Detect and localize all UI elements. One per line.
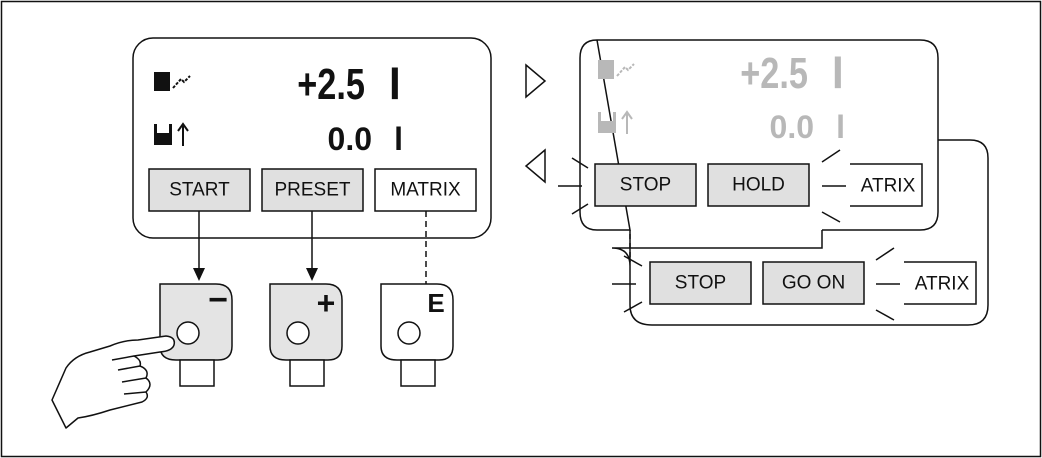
plus-symbol: + (317, 285, 336, 321)
pointing-hand-icon (51, 335, 176, 429)
softkey-hold-label: HOLD (732, 175, 785, 196)
blink-indicator-stop (558, 157, 589, 215)
connector-preset-to-plus (306, 211, 318, 281)
main-display: +2.5 l 0.0 l START PRESET MATRIX (132, 37, 492, 239)
connector-start-to-minus (193, 211, 205, 281)
enter-key[interactable]: E (380, 283, 454, 387)
container-arrow-up-icon (154, 122, 189, 146)
softkey-stop[interactable]: STOP (594, 163, 697, 207)
softkey-matrix-partial[interactable]: ATRIX (850, 163, 923, 207)
container-flow-icon (154, 72, 191, 91)
blink-indicator-matrix (821, 149, 846, 223)
hold-display: STOP GO ON ATRIX (611, 139, 989, 326)
softkey-start[interactable]: START (148, 168, 251, 212)
main-total-unit: l (389, 60, 401, 109)
hold-display-frame (611, 139, 989, 326)
blink-indicator-stop-hold (612, 255, 643, 313)
minus-key[interactable]: − (159, 281, 233, 387)
softkey-matrix[interactable]: MATRIX (374, 168, 477, 212)
softkey-hold[interactable]: HOLD (707, 163, 810, 207)
softkey-stop-hold-label: STOP (675, 273, 726, 294)
running-total-value: +2.5 (740, 49, 808, 98)
softkey-stop-label: STOP (620, 175, 671, 196)
enter-symbol: E (427, 288, 444, 318)
main-total-value: +2.5 (297, 60, 365, 109)
triangle-right-icon (525, 63, 547, 99)
container-flow-icon (598, 60, 635, 79)
softkey-go-on-label: GO ON (782, 273, 845, 294)
softkey-stop-hold[interactable]: STOP (649, 261, 752, 305)
running-batch-unit: l (836, 109, 845, 145)
softkey-matrix-partial-label: ATRIX (861, 176, 916, 197)
container-arrow-up-icon (598, 110, 633, 134)
softkey-matrix-partial-hold-label: ATRIX (915, 274, 970, 295)
main-batch-unit: l (394, 121, 403, 157)
minus-symbol: − (208, 281, 228, 319)
softkey-preset[interactable]: PRESET (261, 168, 364, 212)
softkey-start-label: START (169, 180, 230, 201)
softkey-matrix-partial-hold[interactable]: ATRIX (904, 261, 977, 305)
blink-indicator-matrix-hold (875, 247, 900, 321)
plus-key[interactable]: + (269, 283, 343, 387)
running-display: +2.5 l 0.0 l STOP HOLD ATRIX (558, 39, 939, 231)
running-total-unit: l (832, 49, 844, 98)
running-batch-value: 0.0 (770, 109, 814, 145)
softkey-preset-label: PRESET (274, 180, 350, 201)
triangle-left-icon (524, 148, 546, 184)
softkey-go-on[interactable]: GO ON (762, 261, 865, 305)
running-display-frame (579, 39, 939, 231)
softkey-matrix-label: MATRIX (390, 180, 461, 201)
main-batch-value: 0.0 (328, 121, 372, 157)
